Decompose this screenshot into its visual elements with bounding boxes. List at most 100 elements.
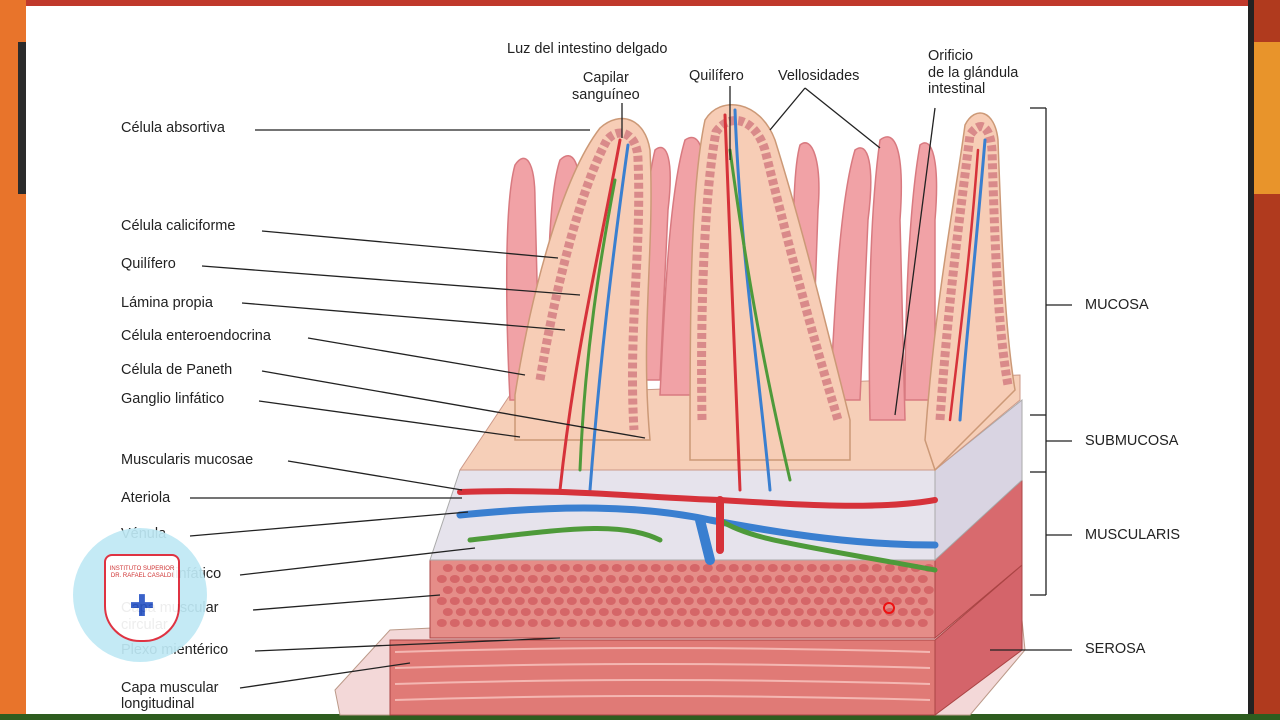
muscle-cell xyxy=(644,619,655,627)
muscle-cell xyxy=(780,586,791,594)
muscle-cell xyxy=(462,575,473,583)
muscle-cell xyxy=(676,564,687,572)
muscle-cell xyxy=(553,597,564,605)
arteriole-label: Ateriola xyxy=(121,490,171,506)
muscle-cell xyxy=(592,575,603,583)
muscle-cell xyxy=(657,597,668,605)
muscle-cell xyxy=(540,575,551,583)
muscle-cell xyxy=(650,586,661,594)
frame-bottom-border xyxy=(0,714,1280,720)
muscle-cell xyxy=(442,608,453,616)
muscle-cell xyxy=(670,575,681,583)
muscle-cell xyxy=(748,619,759,627)
muscle-cell xyxy=(787,619,798,627)
muscle-cell xyxy=(546,586,557,594)
muscle-cell xyxy=(527,619,538,627)
muscle-cell xyxy=(774,575,785,583)
muscle-cell xyxy=(709,619,720,627)
muscle-cell xyxy=(871,586,882,594)
muscle-cell xyxy=(546,564,557,572)
muscle-cell xyxy=(832,586,843,594)
muscle-cell xyxy=(748,575,759,583)
caduceus-cross-icon: ✚ xyxy=(129,590,155,623)
muscle-cell xyxy=(891,575,902,583)
muscle-cell xyxy=(722,597,733,605)
muscle-cell xyxy=(468,564,479,572)
muscle-cell xyxy=(468,586,479,594)
muscle-cell xyxy=(572,586,583,594)
lacteal-label: Quilífero xyxy=(121,256,176,272)
muscle-cell xyxy=(618,575,629,583)
muscle-cell xyxy=(722,619,733,627)
muscle-cell xyxy=(585,586,596,594)
muscle-cell xyxy=(839,597,850,605)
muscle-cell xyxy=(806,586,817,594)
muscle-cell xyxy=(702,608,713,616)
goblet-cell-label: Célula caliciforme xyxy=(121,218,236,234)
submucosa-label: SUBMUCOSA xyxy=(1085,433,1179,449)
muscle-cell xyxy=(910,586,921,594)
muscle-cell xyxy=(806,564,817,572)
muscle-cell xyxy=(767,608,778,616)
muscle-cell xyxy=(670,597,681,605)
muscle-cell xyxy=(800,575,811,583)
muscle-cell xyxy=(598,608,609,616)
muscle-cell xyxy=(624,608,635,616)
muscle-cell xyxy=(553,575,564,583)
muscle-cell xyxy=(865,619,876,627)
muscle-cell xyxy=(481,586,492,594)
muscle-cell xyxy=(852,619,863,627)
muscle-cell xyxy=(735,619,746,627)
villi-label: Vellosidades xyxy=(778,68,860,84)
villus-center xyxy=(689,104,851,461)
muscle-cell xyxy=(462,597,473,605)
muscle-cell xyxy=(579,575,590,583)
muscle-cell xyxy=(819,586,830,594)
logo-text: INSTITUTO SUPERIOR DR. RAFAEL CASALDI xyxy=(109,566,175,579)
muscle-cell xyxy=(501,575,512,583)
muscle-cell xyxy=(904,619,915,627)
muscle-cell xyxy=(904,597,915,605)
muscle-cell xyxy=(637,586,648,594)
muscle-cell xyxy=(878,619,889,627)
muscle-cell xyxy=(748,597,759,605)
muscle-cell xyxy=(442,586,453,594)
muscle-cell xyxy=(507,608,518,616)
muscle-cell xyxy=(579,619,590,627)
muscle-cell xyxy=(670,619,681,627)
muscle-cell xyxy=(494,608,505,616)
muscle-cell xyxy=(787,575,798,583)
gland-orifice-label: Orificio de la glándula intestinal xyxy=(928,48,1019,97)
muscle-cell xyxy=(800,597,811,605)
muscle-cell xyxy=(631,597,642,605)
muscle-cell xyxy=(904,575,915,583)
muscle-cell xyxy=(514,575,525,583)
muscle-cell xyxy=(839,619,850,627)
muscle-cell xyxy=(553,619,564,627)
muscle-cell xyxy=(754,586,765,594)
muscle-cell xyxy=(871,564,882,572)
muscle-cell xyxy=(709,597,720,605)
muscle-cell xyxy=(572,608,583,616)
frame-top-border xyxy=(0,0,1280,6)
muscle-cell xyxy=(793,564,804,572)
muscle-cell xyxy=(715,608,726,616)
muscle-cell xyxy=(676,608,687,616)
lamina-propria-label: Lámina propia xyxy=(121,295,213,311)
muscle-cell xyxy=(761,597,772,605)
muscle-cell xyxy=(436,619,447,627)
muscle-cell xyxy=(462,619,473,627)
muscle-cell xyxy=(611,586,622,594)
muscle-cell xyxy=(761,575,772,583)
muscle-cell xyxy=(819,608,830,616)
muscle-cell xyxy=(793,608,804,616)
lacteal-top-label: Quilífero xyxy=(689,68,744,84)
muscle-cell xyxy=(618,619,629,627)
muscle-cell xyxy=(852,575,863,583)
muscle-cell xyxy=(741,608,752,616)
muscle-cell xyxy=(566,597,577,605)
muscle-cell xyxy=(559,586,570,594)
muscle-cell xyxy=(683,619,694,627)
muscle-cell xyxy=(884,564,895,572)
muscle-cell xyxy=(657,575,668,583)
